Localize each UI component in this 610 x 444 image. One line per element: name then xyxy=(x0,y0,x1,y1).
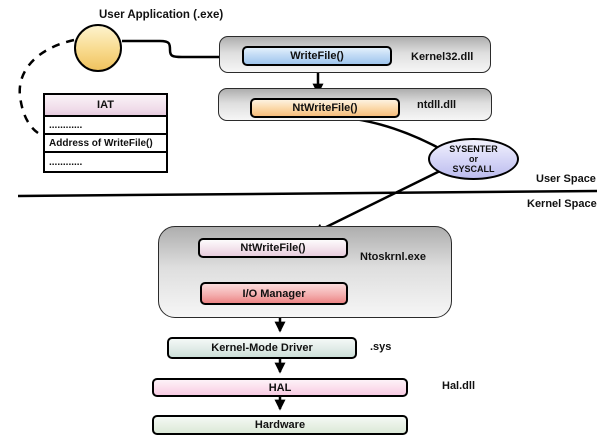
ntwritefile-box: NtWriteFile() xyxy=(250,98,400,118)
process-circle xyxy=(74,24,122,72)
writefile-box: WriteFile() xyxy=(242,46,392,66)
iat-row: ............ xyxy=(45,117,166,135)
iat-row: ............ xyxy=(45,153,166,171)
hal-box: HAL xyxy=(152,378,408,397)
haldll-label: Hal.dll xyxy=(442,380,476,392)
user-space-label: User Space xyxy=(536,173,596,185)
ntdll-label: ntdll.dll xyxy=(417,99,457,111)
syscall-to-kernel-arrow xyxy=(312,167,445,235)
user-application-label: User Application (.exe) xyxy=(99,9,224,21)
iat-table: IAT ............ Address of WriteFile() … xyxy=(43,93,168,173)
kernel32-label: Kernel32.dll xyxy=(411,51,474,63)
kernel-space-label: Kernel Space xyxy=(527,198,597,210)
iat-row-address-of-writefile: Address of WriteFile() xyxy=(45,135,166,153)
io-manager-box: I/O Manager xyxy=(200,282,348,305)
syscall-line3: SYSCALL xyxy=(452,164,495,174)
syscall-line2: or xyxy=(469,154,478,164)
app-to-writefile-arrow xyxy=(122,39,231,63)
kernel-ntwritefile-box: NtWriteFile() xyxy=(198,238,348,258)
syscall-ellipse: SYSENTER or SYSCALL xyxy=(428,138,519,180)
user-kernel-divider xyxy=(17,189,598,198)
kernel-mode-driver-box: Kernel-Mode Driver xyxy=(167,337,357,359)
iat-header: IAT xyxy=(45,95,166,117)
kernel32-container xyxy=(219,36,491,73)
syscall-line1: SYSENTER xyxy=(449,144,498,154)
sys-label: .sys xyxy=(370,341,392,353)
hardware-box: Hardware xyxy=(152,415,408,435)
ntoskrnl-label: Ntoskrnl.exe xyxy=(360,251,427,263)
